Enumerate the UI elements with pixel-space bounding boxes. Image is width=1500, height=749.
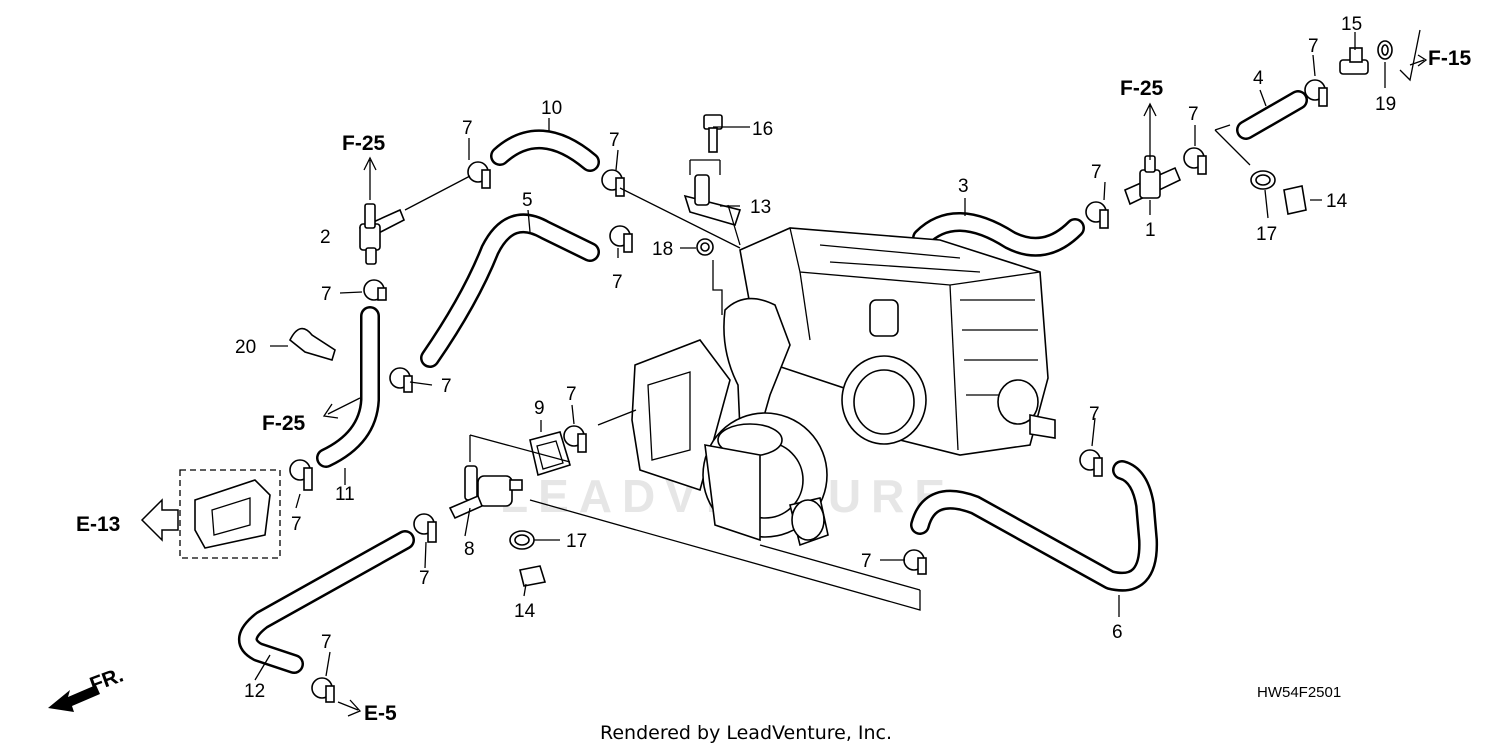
ref-f15[interactable]: F-15 [1428,47,1472,70]
clamp-17-lower[interactable] [509,530,535,550]
turbocharger[interactable] [631,297,829,547]
gasket-e13[interactable] [179,469,281,559]
label-7: 7 [861,551,872,572]
label-7: 7 [1308,36,1319,57]
hose-10[interactable] [490,129,600,172]
label-13: 13 [750,197,771,218]
label-5: 5 [522,190,533,211]
ref-e13[interactable]: E-13 [76,513,120,536]
label-18: 18 [652,239,673,260]
clamp-icon [563,425,587,453]
arrow-right-icon [337,699,362,717]
sensor-13[interactable] [683,174,742,226]
front-marker: FR. [87,664,127,697]
nipple-15[interactable] [1339,47,1369,75]
pad-14-lower[interactable] [519,565,547,587]
label-7: 7 [321,284,332,305]
label-3: 3 [958,176,969,197]
front-arrow-icon [48,685,100,712]
footer-credit: Rendered by LeadVenture, Inc. [600,722,892,744]
label-7: 7 [419,568,430,589]
clip-20[interactable] [288,327,336,361]
hose-12[interactable] [238,530,415,674]
clamp-icon [1085,201,1109,229]
clamp-icon [609,225,633,253]
label-7: 7 [612,272,623,293]
bolt-16[interactable] [703,114,723,153]
clamp-icon [311,677,335,703]
arrow-up-icon [363,156,377,200]
clamp-7-icons[interactable] [289,79,1328,703]
clamp-icon [1079,449,1103,477]
clamp-icon [601,169,625,197]
label-8: 8 [464,539,475,560]
label-1: 1 [1145,220,1156,241]
clamp-icon [389,367,413,393]
hose-3[interactable] [912,212,1085,257]
label-14-lower: 14 [514,601,536,622]
joint-2[interactable] [358,203,406,265]
label-16: 16 [752,119,773,140]
ref-f25-lower[interactable]: F-25 [262,412,306,435]
label-2: 2 [320,227,331,248]
washer-18[interactable] [696,238,714,256]
label-7: 7 [441,376,452,397]
label-7: 7 [291,514,302,535]
label-9: 9 [534,398,545,419]
label-7: 7 [321,632,332,653]
label-17-right: 17 [1256,224,1277,245]
clamp-17-right[interactable] [1250,170,1276,190]
label-17-lower: 17 [566,531,587,552]
arrow-up-icon [1143,102,1157,160]
ref-e5[interactable]: E-5 [364,702,397,725]
clamp-icon [1304,79,1328,107]
arrow-icons [48,54,1428,717]
label-7: 7 [1188,104,1199,125]
hose-5[interactable] [420,213,600,368]
label-15: 15 [1341,14,1362,35]
label-11: 11 [335,484,355,505]
label-7: 7 [566,384,577,405]
label-20: 20 [235,337,256,358]
clamp-icon [363,279,387,301]
label-7: 7 [1091,162,1102,183]
clamp-icon [467,161,491,189]
label-10: 10 [541,98,562,119]
label-6: 6 [1112,622,1123,643]
clamp-icon [289,459,313,491]
washer-19[interactable] [1377,40,1393,60]
hose-6[interactable] [910,460,1159,592]
clamp-icon [903,549,927,575]
label-7: 7 [1089,404,1100,425]
leader-lines [254,29,1421,681]
label-7: 7 [462,118,473,139]
ref-f25-top[interactable]: F-25 [1120,77,1164,100]
clamp-icon [1183,147,1207,175]
hose-11[interactable] [316,306,380,468]
diagram-code: HW54F2501 [1257,684,1341,701]
hollow-arrow-left-icon [140,498,179,542]
label-4: 4 [1253,68,1264,89]
intercooler-assembly[interactable] [739,227,1056,456]
arrow-right-icon [1409,54,1428,67]
label-14-right: 14 [1326,191,1348,212]
pad-14-right[interactable] [1283,185,1307,215]
label-19: 19 [1375,94,1396,115]
arrow-down-left-icon [322,397,361,419]
hose-4[interactable] [1236,90,1308,140]
gasket-9[interactable] [529,431,571,477]
ref-f25-left[interactable]: F-25 [342,132,386,155]
joint-1[interactable] [1123,155,1182,206]
label-7: 7 [609,130,620,151]
clamp-icon [413,513,437,543]
label-12: 12 [244,681,265,702]
joint-8[interactable] [448,465,523,520]
